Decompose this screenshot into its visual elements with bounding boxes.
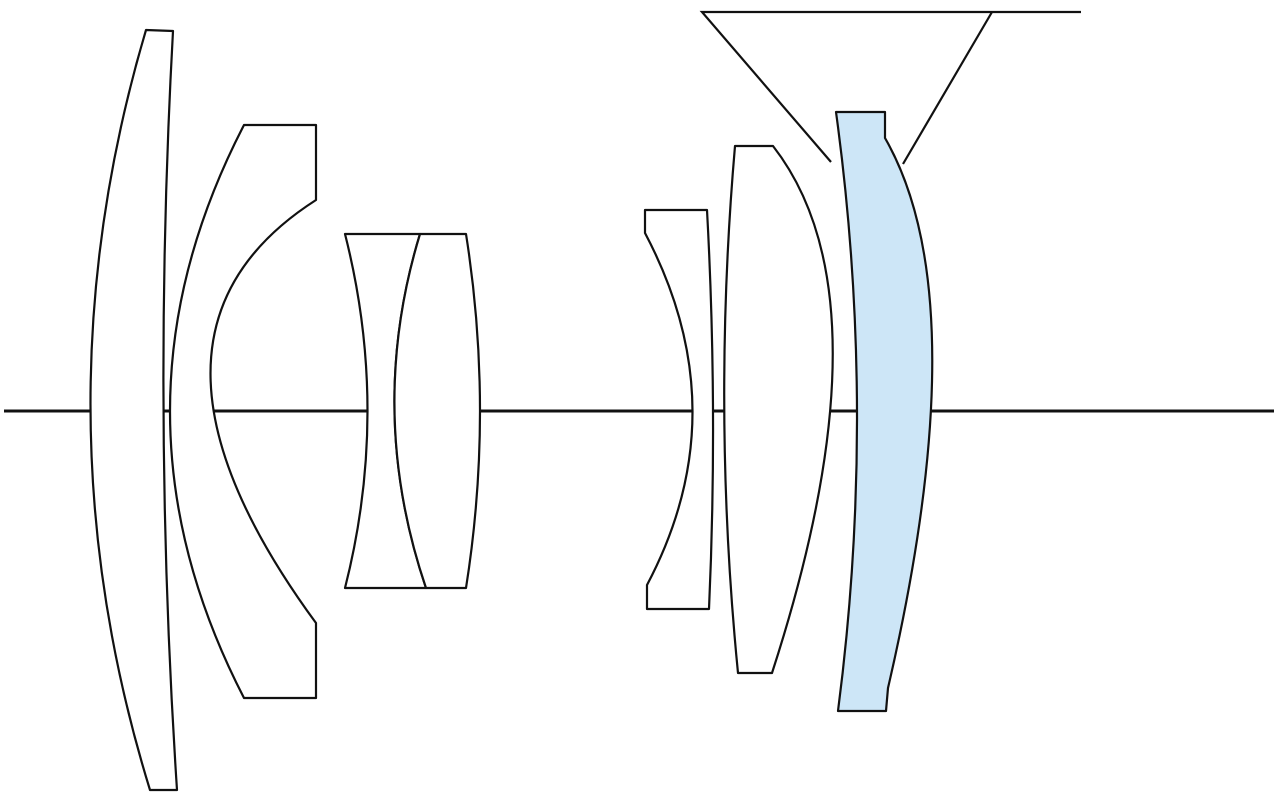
lens-element-6 [723,144,834,675]
lens-element-2 [169,123,318,700]
lens-element-5 [643,208,715,611]
lens-element-4 [393,232,482,590]
pointer-wedge-edge [902,11,993,165]
lens-element-7 [834,110,934,713]
pointer-wedge [699,10,1081,163]
lens-element-1 [89,28,179,792]
